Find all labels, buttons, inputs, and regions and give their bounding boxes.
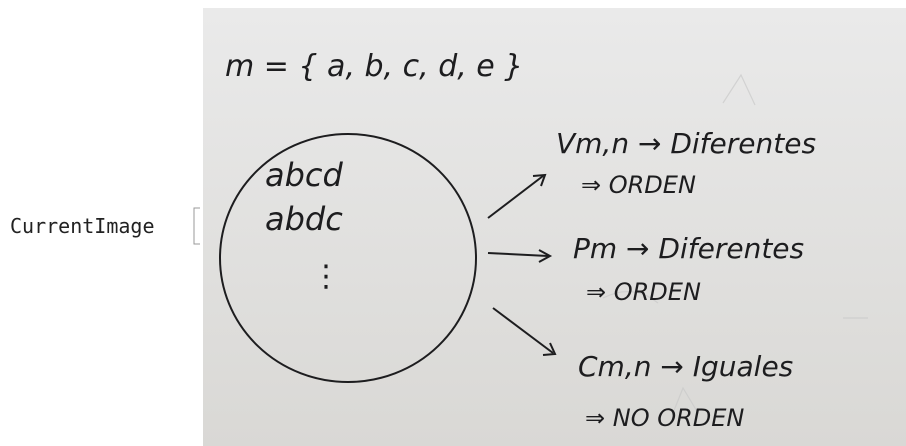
arrow-head-combinations-icon [542,342,557,356]
arrow-head-permutations-icon [538,249,553,263]
permutation-row-2: abdc [265,200,343,238]
combinations-line: Cm,n → Iguales [578,350,793,383]
variations-line: Vm,n → Diferentes [556,127,816,160]
function-name: CurrentImage [10,214,155,238]
continuation-dots: ⋮ [311,259,341,294]
open-bracket-icon [193,207,200,245]
whiteboard-image: m = { a, b, c, d, e } abcd abdc ⋮ Vm,n →… [203,8,906,446]
whiteboard-photo: m = { a, b, c, d, e } abcd abdc ⋮ Vm,n →… [203,8,906,446]
ghost-marks [602,73,868,414]
permutation-row-1: abcd [265,156,344,194]
set-circle [219,133,477,383]
combinations-order: ⇒ NO ORDEN [585,404,744,432]
arrow-to-permutations [487,252,549,257]
whiteboard-surface [203,8,906,446]
arrow-to-variations [487,175,544,219]
set-definition: m = { a, b, c, d, e } [225,49,523,84]
permutations-order: ⇒ ORDEN [586,278,701,306]
arrow-head-variations-icon [532,173,547,187]
permutations-line: Pm → Diferentes [573,232,804,265]
variations-order: ⇒ ORDEN [581,171,696,199]
arrows [487,173,557,356]
arrow-to-combinations [492,307,554,354]
